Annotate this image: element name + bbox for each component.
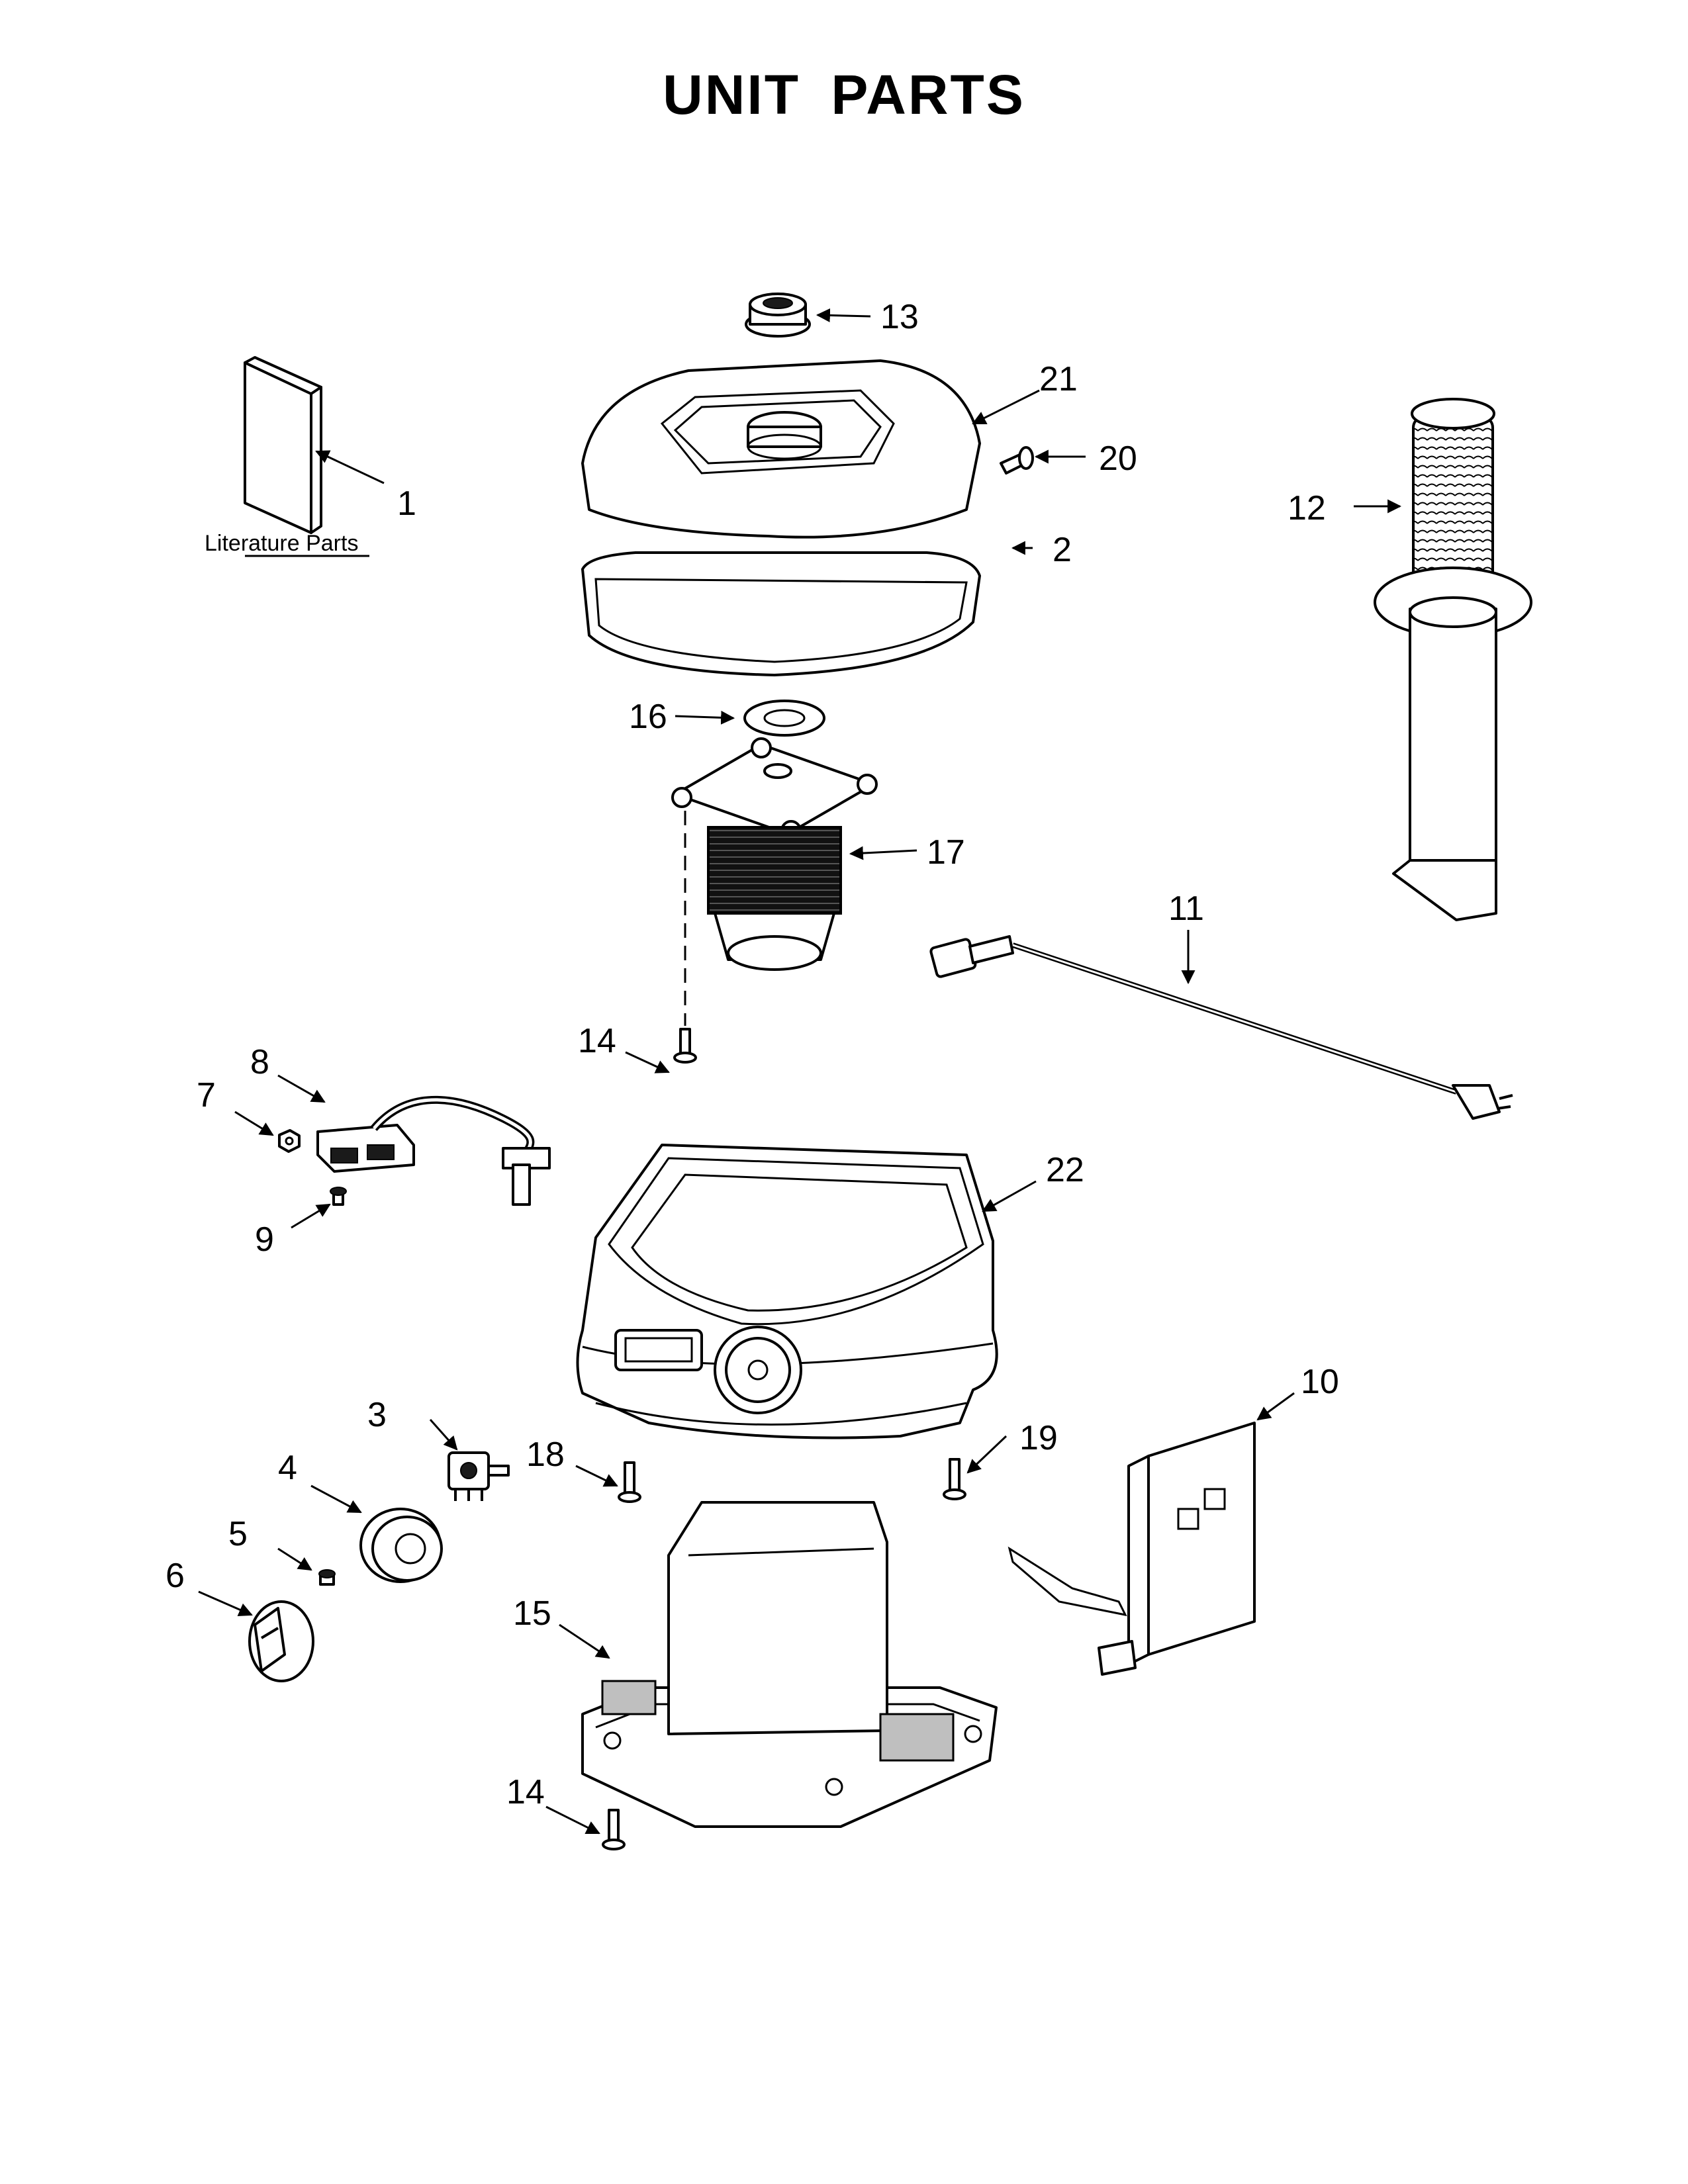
tamper [1374,398,1532,921]
callout-17: 17 [927,833,965,872]
callout-6: 6 [165,1557,185,1595]
top-cover [581,359,981,539]
screw-5 [318,1569,336,1586]
callout-13: 13 [880,298,919,336]
main-housing [576,1144,998,1439]
callout-9: 9 [255,1220,274,1259]
screw-14-upper [673,1028,697,1064]
callout-14-lower: 14 [506,1773,545,1811]
callout-10: 10 [1301,1363,1339,1401]
screw-18 [618,1461,641,1503]
screw-14-lower [602,1809,626,1850]
motor [671,737,878,971]
cover-seal-ring [581,551,981,676]
callout-labels: 1 2 3 4 5 6 7 8 9 10 11 12 13 14 14 15 1… [165,298,1339,1811]
callout-20: 20 [1099,439,1137,478]
literature-parts-label: Literature Parts [205,531,358,556]
callout-16: 16 [629,698,667,736]
screw-9 [330,1187,347,1206]
potentiometer [447,1451,510,1501]
screw-19 [943,1458,966,1500]
callout-arrows [198,308,1402,1835]
callout-8: 8 [250,1043,269,1081]
power-cord [929,935,1513,1120]
callout-14-upper: 14 [578,1022,616,1060]
callout-7: 7 [197,1076,216,1115]
callout-1: 1 [397,484,416,523]
callout-12: 12 [1288,489,1326,527]
callout-3: 3 [367,1396,387,1434]
literature-booklet [244,356,322,534]
callout-21: 21 [1039,360,1078,398]
gasket [743,700,825,737]
callout-5: 5 [228,1515,248,1553]
base-plate [581,1501,998,1828]
callout-22: 22 [1046,1151,1084,1189]
switch-harness [316,1095,551,1206]
callout-19: 19 [1019,1419,1058,1457]
control-board [1008,1422,1256,1676]
dial-bezel [359,1508,443,1583]
screw-20 [1000,446,1034,475]
control-knob [248,1600,314,1682]
drive-socket [745,293,811,338]
callout-11: 11 [1168,889,1204,928]
callout-15: 15 [513,1594,551,1633]
callout-4: 4 [278,1449,297,1487]
nut-7 [278,1129,301,1153]
callout-18: 18 [526,1435,565,1474]
callout-2: 2 [1053,531,1072,569]
page-title: UNIT PARTS [663,64,1025,126]
